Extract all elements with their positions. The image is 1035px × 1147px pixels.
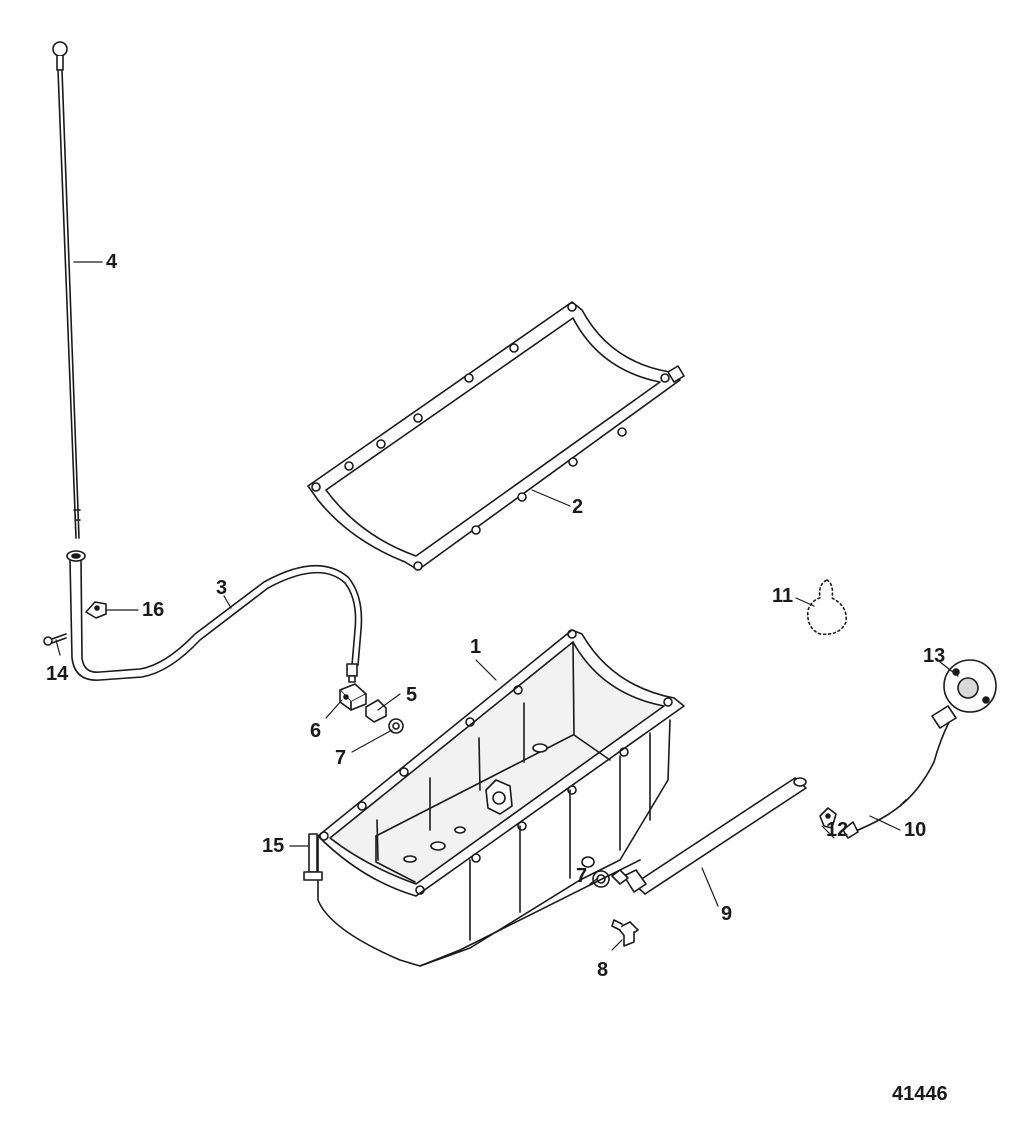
figure-id: 41446 <box>892 1083 948 1105</box>
small-fitting <box>819 807 837 829</box>
tube-fitting <box>339 683 367 711</box>
callout-3: 3 <box>216 577 228 599</box>
callout-7-upper: 7 <box>335 747 347 769</box>
tube-clip <box>85 601 107 619</box>
callout-2: 2 <box>572 496 584 518</box>
callout-10: 10 <box>904 819 927 841</box>
callout-12: 12 <box>826 819 849 841</box>
dipstick-tube <box>66 550 363 683</box>
callout-14: 14 <box>46 663 69 685</box>
callout-1: 1 <box>470 636 482 658</box>
callout-8: 8 <box>597 959 609 981</box>
callout-9: 9 <box>721 903 733 925</box>
callout-11: 11 <box>772 585 794 607</box>
callout-15: 15 <box>262 835 285 857</box>
flange-plate <box>943 659 997 713</box>
clip-screw <box>43 633 67 646</box>
callout-16: 16 <box>142 599 165 621</box>
long-bolt <box>303 833 323 881</box>
sensor-harness <box>842 705 957 839</box>
callout-4: 4 <box>106 251 118 273</box>
callout-7-lower: 7 <box>576 865 588 887</box>
drain-plug <box>611 919 639 947</box>
adapter-fitting <box>365 699 387 723</box>
cap-outline <box>806 579 848 636</box>
oil-pan-gasket <box>307 301 685 571</box>
pickup-tube <box>611 777 807 895</box>
oil-pan <box>317 629 685 967</box>
callout-6: 6 <box>310 720 322 742</box>
leader-lines <box>55 261 959 951</box>
seal-washer-upper <box>388 718 404 734</box>
dipstick <box>52 41 81 539</box>
callout-5: 5 <box>406 684 418 706</box>
callout-13: 13 <box>923 645 946 667</box>
